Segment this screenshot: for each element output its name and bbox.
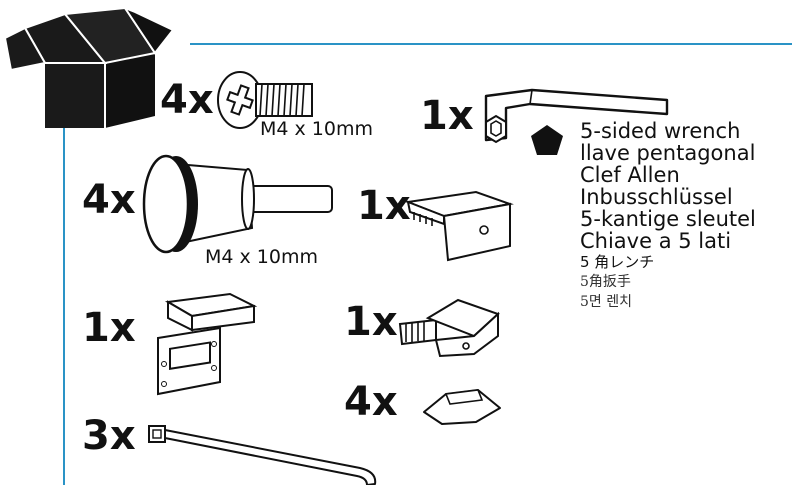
hinge-clip-icon bbox=[398, 298, 500, 358]
thumbscrew-dimension: M4 x 10mm bbox=[205, 246, 318, 268]
cable-tie-icon bbox=[148, 425, 377, 485]
qty-thumbscrews: 4x bbox=[82, 177, 136, 223]
qty-cable-tie: 3x bbox=[82, 413, 136, 459]
pentagon-icon bbox=[531, 125, 563, 155]
wrench-names-list: 5-sided wrench llave pentagonal Clef All… bbox=[580, 120, 785, 312]
wrench-name-fr: Clef Allen bbox=[580, 163, 680, 187]
wrench-name-zh: 5角扳手 bbox=[580, 274, 631, 290]
end-clip-icon bbox=[404, 190, 514, 262]
wrench-name-de: Inbusschlüssel bbox=[580, 185, 733, 209]
accent-rule-left bbox=[63, 43, 65, 485]
bracket-icon bbox=[157, 292, 258, 396]
wrench-name-ja: 5 角レンチ bbox=[580, 253, 655, 271]
screw-dimension: M4 x 10mm bbox=[260, 118, 373, 140]
wrench-name-en: 5-sided wrench bbox=[580, 119, 741, 143]
rubber-foot-icon bbox=[423, 389, 501, 425]
thumbscrew-icon bbox=[142, 154, 333, 254]
qty-feet: 4x bbox=[344, 379, 398, 425]
wrench-name-nl: 5-kantige sleutel bbox=[580, 207, 756, 231]
allen-wrench-icon bbox=[484, 88, 669, 144]
wrench-name-es: llave pentagonal bbox=[580, 141, 756, 165]
screw-icon bbox=[217, 71, 313, 129]
qty-hinge-clip: 1x bbox=[344, 299, 398, 345]
wrench-name-ko: 5면 렌치 bbox=[580, 294, 632, 310]
qty-screws: 4x bbox=[160, 77, 214, 123]
qty-end-clip: 1x bbox=[357, 183, 411, 229]
qty-bracket: 1x bbox=[82, 305, 136, 351]
qty-wrench: 1x bbox=[420, 93, 474, 139]
wrench-name-it: Chiave a 5 lati bbox=[580, 229, 732, 253]
accent-rule-top bbox=[190, 43, 792, 45]
box-icon bbox=[3, 5, 175, 128]
